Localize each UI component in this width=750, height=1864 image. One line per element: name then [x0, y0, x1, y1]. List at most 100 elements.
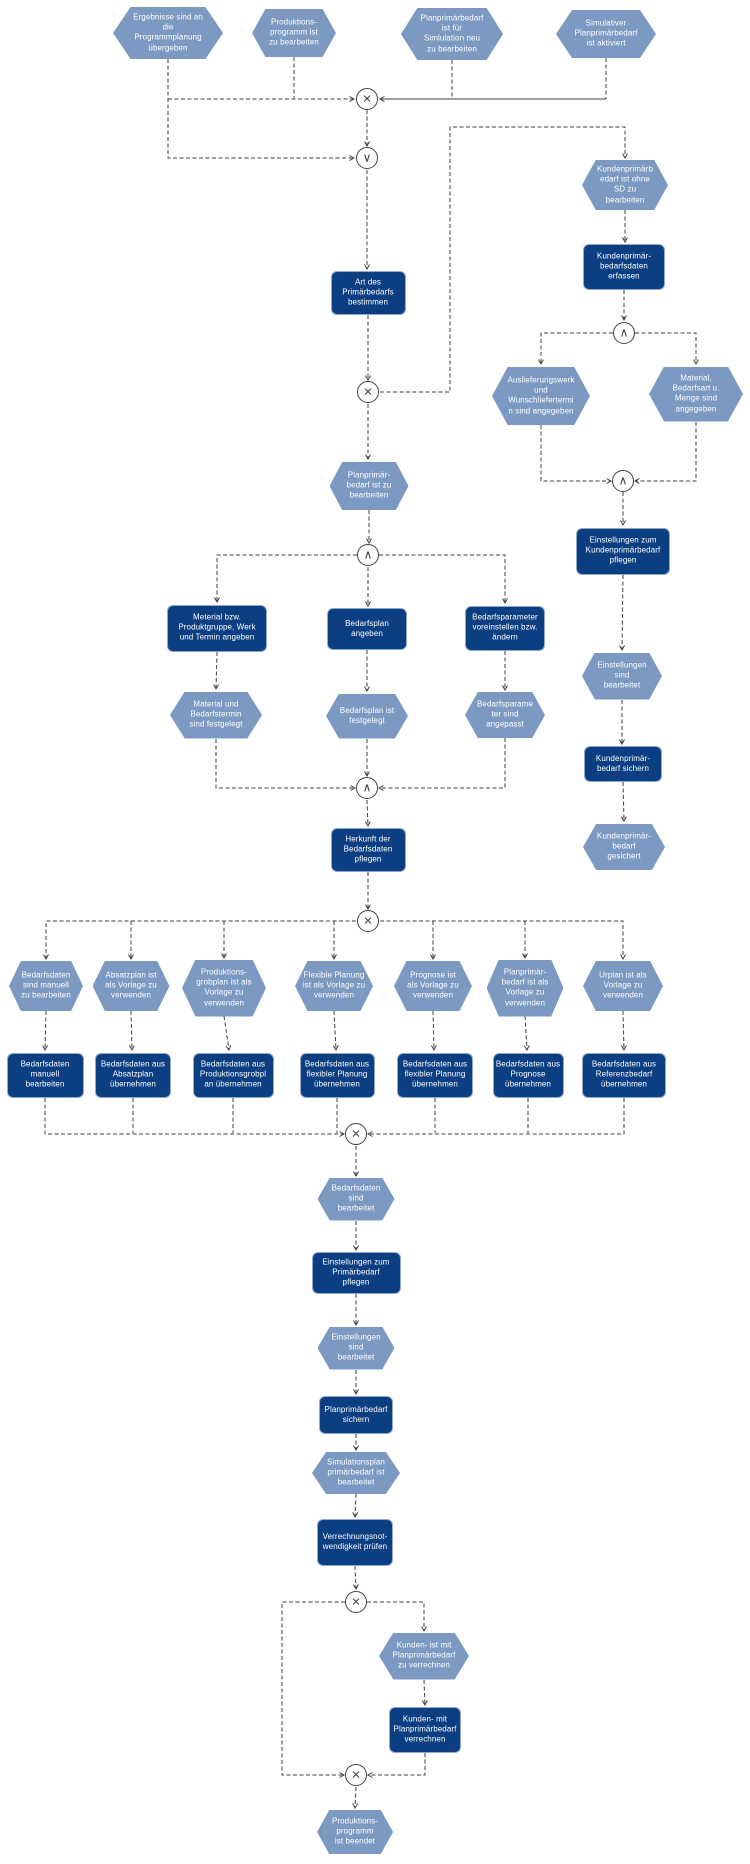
event-produktionsprogramm-zu-bearbeiten[interactable]: Produktions- programm ist zu bearbeiten [252, 9, 336, 57]
function-shape [95, 1052, 171, 1098]
function-bedarfsplan-angeben-label: Bedarfsplan angeben [345, 618, 389, 638]
event-simulativer-planprimaerbedarf-aktiviert-label: Simulativer Planprimärbedarf ist aktivie… [574, 18, 638, 49]
event-kunden-ist-mit-planprimaerbedarf-zu-verrechnen-label: Kunden- ist mit Planprimärbedarf zu verr… [392, 1640, 456, 1671]
function-bedarfsdaten-manuell-bearbeiten[interactable]: Bedarfsdaten manuell bearbeiten [6, 1052, 84, 1098]
function-kundenprimaerbedarfsdaten-erfassen[interactable]: Kundenprimär- bedarfsdaten erfassen [583, 244, 665, 290]
event-einstellungen-sind-bearbeitet-kunde[interactable]: Einstellungen sind bearbeitet [582, 652, 662, 700]
event-absatzplan-als-vorlage[interactable]: Absatzplan ist als Vorlage zu verwenden [92, 961, 170, 1011]
event-planprimaerbedarf-als-vorlage[interactable]: Planprimär- bedarf ist als Vorlage zu ve… [486, 959, 564, 1017]
event-shape [582, 652, 662, 700]
function-einstellungen-zum-primaerbedarf-pflegen[interactable]: Einstellungen zum Primärbedarf pflegen [311, 1252, 401, 1294]
event-absatzplan-als-vorlage-label: Absatzplan ist als Vorlage zu verwenden [105, 970, 157, 1001]
and-operator-icon: ∧ [618, 473, 628, 488]
connector-and-kunde-split[interactable]: ∧ [613, 322, 635, 344]
function-verrechnungsnotwendigkeit-pruefen[interactable]: Verrechnungsnot- wendigkeit prüfen [317, 1518, 393, 1566]
and-operator-icon: ∧ [362, 780, 372, 795]
flow-edge [332, 1010, 339, 1052]
connector-or-top[interactable]: ∨ [356, 147, 378, 169]
function-kunden-mit-planprimaerbedarf-verrechnen-label: Kunden- mit Planprimärbedarf verrechnen [393, 1714, 457, 1745]
function-material-produktgruppe-werk-termin-angeben[interactable]: Meterial bzw. Produktgruppe, Werk und Te… [167, 604, 267, 652]
flow-edge [128, 1010, 135, 1052]
event-urplan-als-vorlage-label: Urplan ist als Vorlage zu verwenden [599, 970, 647, 1001]
event-ergebnisse-an-programmplanung-uebergeben-label: Ergebnisse sind an die Programmplanung ü… [133, 12, 203, 53]
connector-and-plan-join[interactable]: ∧ [356, 777, 378, 799]
connector-xor-verrechnung-split[interactable]: × [345, 1591, 367, 1613]
event-bedarfsparameter-angepasst[interactable]: Bedarfsparame ter sind angepasst [465, 692, 545, 738]
function-shape [319, 1396, 393, 1434]
function-planprimaerbedarf-sichern[interactable]: Planprimärbedarf sichern [319, 1396, 393, 1434]
event-material-bedarfsart-menge-angegeben[interactable]: Material, Bedarfsart u. Menge sind angeg… [649, 366, 743, 422]
flow-edge [366, 1098, 625, 1137]
flow-edge [214, 554, 357, 604]
event-bedarfsdaten-sind-bearbeitet[interactable]: Bedarfsdaten sind bearbeitet [317, 1177, 395, 1221]
connector-and-plan-split[interactable]: ∧ [357, 544, 379, 566]
event-material-bedarfstermin-festgelegt[interactable]: Material und Bedarfstermin sind festgele… [170, 691, 262, 739]
event-shape [583, 961, 663, 1011]
event-material-bedarfsart-menge-angegeben-label: Material, Bedarfsart u. Menge sind angeg… [672, 373, 720, 414]
event-shape [379, 1632, 469, 1680]
connector-xor-primaerbedarf-art[interactable]: × [357, 381, 379, 403]
event-shape [113, 7, 223, 59]
event-bedarfsplan-festgelegt[interactable]: Bedarfsplan ist festgelegt [326, 693, 408, 739]
function-einstellungen-zum-kundenprimaerbedarf-pflegen[interactable]: Einstellungen zum Kundenprimärbedarf pfl… [576, 527, 670, 575]
function-art-des-primaerbedarfs-bestimmen[interactable]: Art des Primärbedarfs bestimmen [330, 271, 406, 315]
and-operator-icon: ∧ [363, 547, 373, 562]
event-einstellungen-sind-bearbeitet[interactable]: Einstellungen sind bearbeitet [317, 1326, 395, 1370]
function-einstellungen-zum-primaerbedarf-pflegen-label: Einstellungen zum Primärbedarf pflegen [322, 1257, 390, 1288]
flow-edge [633, 422, 697, 484]
connector-xor-top[interactable]: × [356, 88, 378, 110]
function-bedarfsdaten-aus-flexibler-planung-uebernehmen-1[interactable]: Bedarfsdaten aus flexibler Planung übern… [299, 1052, 375, 1098]
function-bedarfsplan-angeben[interactable]: Bedarfsplan angeben [327, 608, 407, 650]
event-planprimaerbedarf-fuer-simulation-neu-label: Planprimärbedarf ist für Simlulation neu… [420, 13, 484, 54]
flow-edge [377, 738, 506, 791]
connector-xor-herkunft-split[interactable]: × [357, 910, 379, 932]
event-bedarfsdaten-manuell-zu-bearbeiten[interactable]: Bedarfsdaten sind manuell zu bearbeiten [9, 961, 83, 1011]
function-herkunft-der-bedarfsdaten-pflegen[interactable]: Herkunft der Bedarfsdaten pflegen [330, 828, 406, 872]
event-produktionsgrobplan-als-vorlage-label: Produktions- grobplan ist als Vorlage zu… [196, 967, 252, 1008]
function-bedarfsdaten-aus-prognose-uebernehmen[interactable]: Bedarfsdaten aus Prognose übernehmen [492, 1052, 564, 1098]
function-material-produktgruppe-werk-termin-angeben-label: Meterial bzw. Produktgruppe, Werk und Te… [178, 612, 256, 643]
function-bedarfsdaten-aus-flexibler-planung-uebernehmen-2[interactable]: Bedarfsdaten aus flexibler Planung übern… [397, 1052, 473, 1098]
event-produktionsprogramm-ist-beendet-label: Produktions- programm ist beendet [331, 1816, 379, 1847]
xor-operator-icon: × [363, 383, 373, 400]
flow-edge [281, 1601, 346, 1778]
function-bedarfsdaten-aus-produktionsgrobplan-uebernehmen[interactable]: Bedarfsdaten aus Produktionsgrobpl an üb… [192, 1052, 274, 1098]
event-shape [317, 1326, 395, 1370]
function-bedarfsdaten-aus-referenzbedarf-uebernehmen[interactable]: Bedarfsdaten aus Referenzbedarf übernehm… [582, 1052, 666, 1098]
event-prognose-als-vorlage[interactable]: Prognose ist als Vorlage zu verwenden [394, 961, 472, 1011]
event-bedarfsparameter-angepasst-label: Bedarfsparame ter sind angepasst [477, 699, 533, 730]
connector-and-kunde-join[interactable]: ∧ [612, 470, 634, 492]
function-bedarfsdaten-aus-absatzplan-uebernehmen[interactable]: Bedarfsdaten aus Absatzplan übernehmen [95, 1052, 171, 1098]
function-kunden-mit-planprimaerbedarf-verrechnen[interactable]: Kunden- mit Planprimärbedarf verrechnen [389, 1707, 461, 1753]
function-shape [584, 746, 662, 782]
function-shape [397, 1052, 473, 1098]
event-shape [317, 1810, 393, 1854]
event-kunden-ist-mit-planprimaerbedarf-zu-verrechnen[interactable]: Kunden- ist mit Planprimärbedarf zu verr… [379, 1632, 469, 1680]
function-bedarfsdaten-aus-produktionsgrobplan-uebernehmen-label: Bedarfsdaten aus Produktionsgrobpl an üb… [199, 1059, 267, 1090]
connector-xor-herkunft-join[interactable]: × [345, 1123, 367, 1145]
event-ergebnisse-an-programmplanung-uebergeben[interactable]: Ergebnisse sind an die Programmplanung ü… [113, 7, 223, 59]
function-kundenprimaerbedarf-sichern[interactable]: Kundenprimär- bedarf sichern [584, 746, 662, 782]
connector-xor-verrechnung-join[interactable]: × [345, 1764, 367, 1786]
flow-edge [430, 1010, 437, 1052]
event-flexible-planung-als-vorlage[interactable]: Flexible Planung ist als Vorlage zu verw… [295, 961, 373, 1011]
event-simulativer-planprimaerbedarf-aktiviert[interactable]: Simulativer Planprimärbedarf ist aktivie… [556, 10, 656, 58]
event-auslieferungswerk-wunschliefertermin-angegeben[interactable]: Auslieferungswerk und Wunschliefertermi … [492, 367, 590, 425]
event-einstellungen-sind-bearbeitet-kunde-label: Einstellungen sind bearbeitet [597, 660, 647, 691]
event-kundenprimaerbedarf-gesichert[interactable]: Kundenprimär- bedarf gesichert [583, 824, 665, 870]
flow-edge [215, 739, 357, 791]
event-produktionsgrobplan-als-vorlage[interactable]: Produktions- grobplan ist als Vorlage zu… [182, 959, 266, 1017]
function-kundenprimaerbedarfsdaten-erfassen-label: Kundenprimär- bedarfsdaten erfassen [596, 251, 652, 282]
event-urplan-als-vorlage[interactable]: Urplan ist als Vorlage zu verwenden [583, 961, 663, 1011]
event-kundenprimaerbedarf-ohne-sd-zu-bearbeiten[interactable]: Kundenprimärb edarf ist ohne SD zu bearb… [582, 160, 668, 210]
event-kundenprimaerbedarf-gesichert-label: Kundenprimär- bedarf gesichert [596, 831, 652, 862]
event-shape [394, 961, 472, 1011]
event-simulationsplanprimaerbedarf-bearbeitet[interactable]: Simulationsplan primärbedarf ist bearbei… [312, 1452, 400, 1494]
event-produktionsprogramm-ist-beendet[interactable]: Produktions- programm ist beendet [317, 1810, 393, 1854]
function-bedarfsparameter-voreinstellen-aendern[interactable]: Bedarfsparameter voreinstellen bzw. ände… [465, 605, 545, 651]
event-shape [556, 10, 656, 58]
event-planprimaerbedarf-fuer-simulation-neu[interactable]: Planprimärbedarf ist für Simlulation neu… [401, 8, 503, 60]
event-shape [492, 367, 590, 425]
flow-edge [223, 1015, 232, 1052]
event-planprimaerbedarf-ist-zu-bearbeiten[interactable]: Planprimär- bedarf ist zu bearbeiten [329, 462, 409, 510]
